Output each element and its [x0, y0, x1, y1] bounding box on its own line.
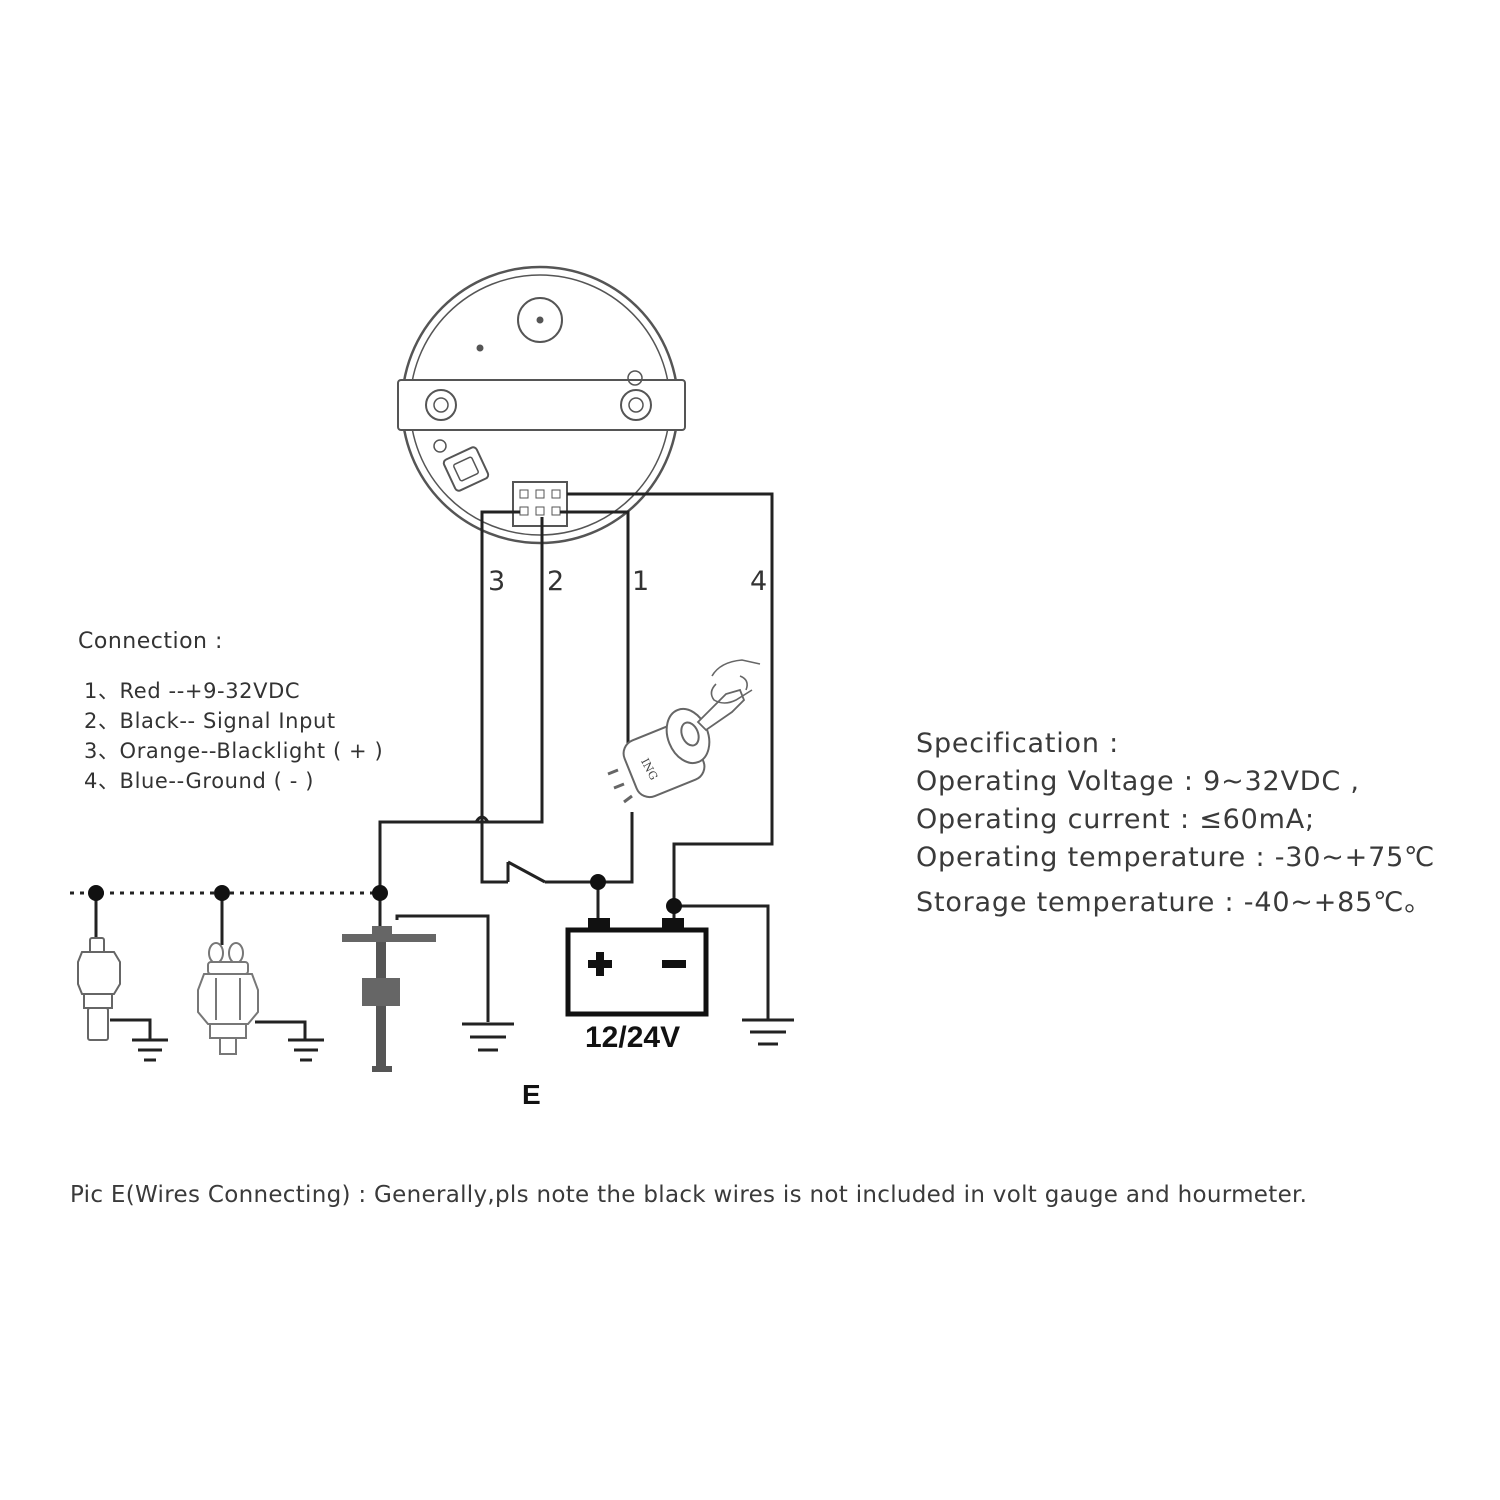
battery-terminal-plus	[588, 918, 610, 930]
wire-1-label: 1	[632, 566, 649, 597]
level-sender-cap	[372, 926, 392, 936]
bracket-nut-right	[620, 389, 652, 421]
sender-2-nut	[209, 1023, 247, 1039]
sender-1-thread	[83, 993, 113, 1009]
connection-title: Connection :	[78, 629, 223, 654]
wire-4-label: 4	[750, 566, 767, 597]
wire-1	[560, 510, 630, 760]
level-sender-base	[372, 1066, 392, 1072]
ignition-key	[696, 688, 746, 732]
connection-item-black: 2、Black-- Signal Input	[84, 709, 336, 733]
junction-dot	[666, 898, 682, 914]
connector-pin	[551, 489, 561, 499]
sender-2-body	[197, 973, 259, 1025]
wire-1-switch-to-battery	[545, 812, 634, 884]
ignition-switch-blade	[507, 860, 546, 884]
screw-bottom-left	[433, 439, 447, 453]
ignition-terminal	[607, 768, 633, 804]
battery-minus-symbol	[662, 960, 686, 968]
ground-icon	[462, 1022, 514, 1052]
junction-dot	[214, 885, 230, 901]
wires	[70, 492, 774, 1040]
temperature-sender	[77, 937, 121, 1041]
wire-2	[378, 517, 544, 890]
connector-plug	[512, 481, 568, 527]
level-sender-float	[362, 978, 400, 1006]
ignition-keyhole	[680, 721, 700, 747]
connector-pin	[535, 489, 545, 499]
bracket-nut-right-hole	[628, 397, 644, 413]
e-label: E	[522, 1079, 541, 1110]
junction-dots	[88, 874, 682, 914]
pressure-sender	[197, 942, 259, 1055]
sender-1-hex	[77, 951, 121, 995]
light-socket-center	[536, 316, 544, 324]
spec-operating-temperature: Operating temperature : -30~+75℃	[916, 842, 1436, 873]
wire-4	[567, 492, 774, 920]
battery: 12/24V	[565, 918, 709, 1054]
bracket-nut-left-hole	[433, 397, 449, 413]
button-housing	[442, 446, 490, 492]
battery-voltage-label: 12/24V	[585, 1021, 680, 1054]
ground-icon	[132, 1038, 168, 1062]
level-sender-flange	[342, 934, 436, 942]
sender-2-thread	[219, 1037, 237, 1055]
sender-2-ground-wire	[255, 1020, 307, 1040]
mounting-bracket	[397, 379, 686, 431]
spec-operating-voltage: Operating Voltage : 9~32VDC ,	[916, 766, 1360, 797]
sender-1-ground-wire	[110, 1018, 152, 1040]
sender-2-cap	[207, 961, 249, 975]
hand-icon	[710, 659, 761, 704]
junction-dot	[88, 885, 104, 901]
ignition-switch: ING	[607, 659, 761, 804]
sender-2-terminal-right	[228, 942, 244, 964]
screw-top-right	[627, 370, 643, 386]
figure-caption: Pic E(Wires Connecting) : Generally,pls …	[70, 1182, 1308, 1208]
ground-icon	[742, 1018, 794, 1046]
connector-pin	[519, 489, 529, 499]
junction-dot	[372, 885, 388, 901]
wire-battery-minus-to-ground	[674, 904, 770, 1020]
wire-2-label: 2	[547, 566, 564, 597]
connection-item-orange: 3、Orange--Blacklight ( + )	[84, 739, 384, 763]
wire-3-label: 3	[488, 566, 505, 597]
ground-symbols	[132, 1018, 794, 1062]
sender-1-probe	[87, 1007, 109, 1041]
bracket-nut-left	[425, 389, 457, 421]
battery-terminal-minus	[662, 918, 684, 930]
connector-pin	[535, 506, 545, 516]
ground-icon	[288, 1038, 324, 1062]
connection-item-red: 1、Red --+9-32VDC	[84, 679, 301, 703]
vent-hole	[476, 344, 484, 352]
connection-item-blue: 4、Blue--Ground ( - )	[84, 769, 314, 793]
battery-body	[565, 927, 709, 1017]
junction-dot	[590, 874, 606, 890]
wire-2-to-crossover	[378, 525, 544, 890]
spec-operating-current: Operating current : ≤60mA;	[916, 804, 1315, 835]
battery-plus-symbol-v	[596, 952, 604, 976]
sender-2-terminal-left	[208, 942, 224, 964]
wire-3	[480, 510, 520, 884]
spec-storage-temperature: Storage temperature : -40~+85℃。	[916, 887, 1433, 918]
gauge-rear	[397, 265, 686, 545]
specification-title: Specification :	[916, 728, 1120, 759]
float-ground-wire	[395, 914, 490, 1022]
light-socket	[517, 297, 563, 343]
button	[453, 456, 479, 482]
level-sender	[342, 926, 436, 1072]
